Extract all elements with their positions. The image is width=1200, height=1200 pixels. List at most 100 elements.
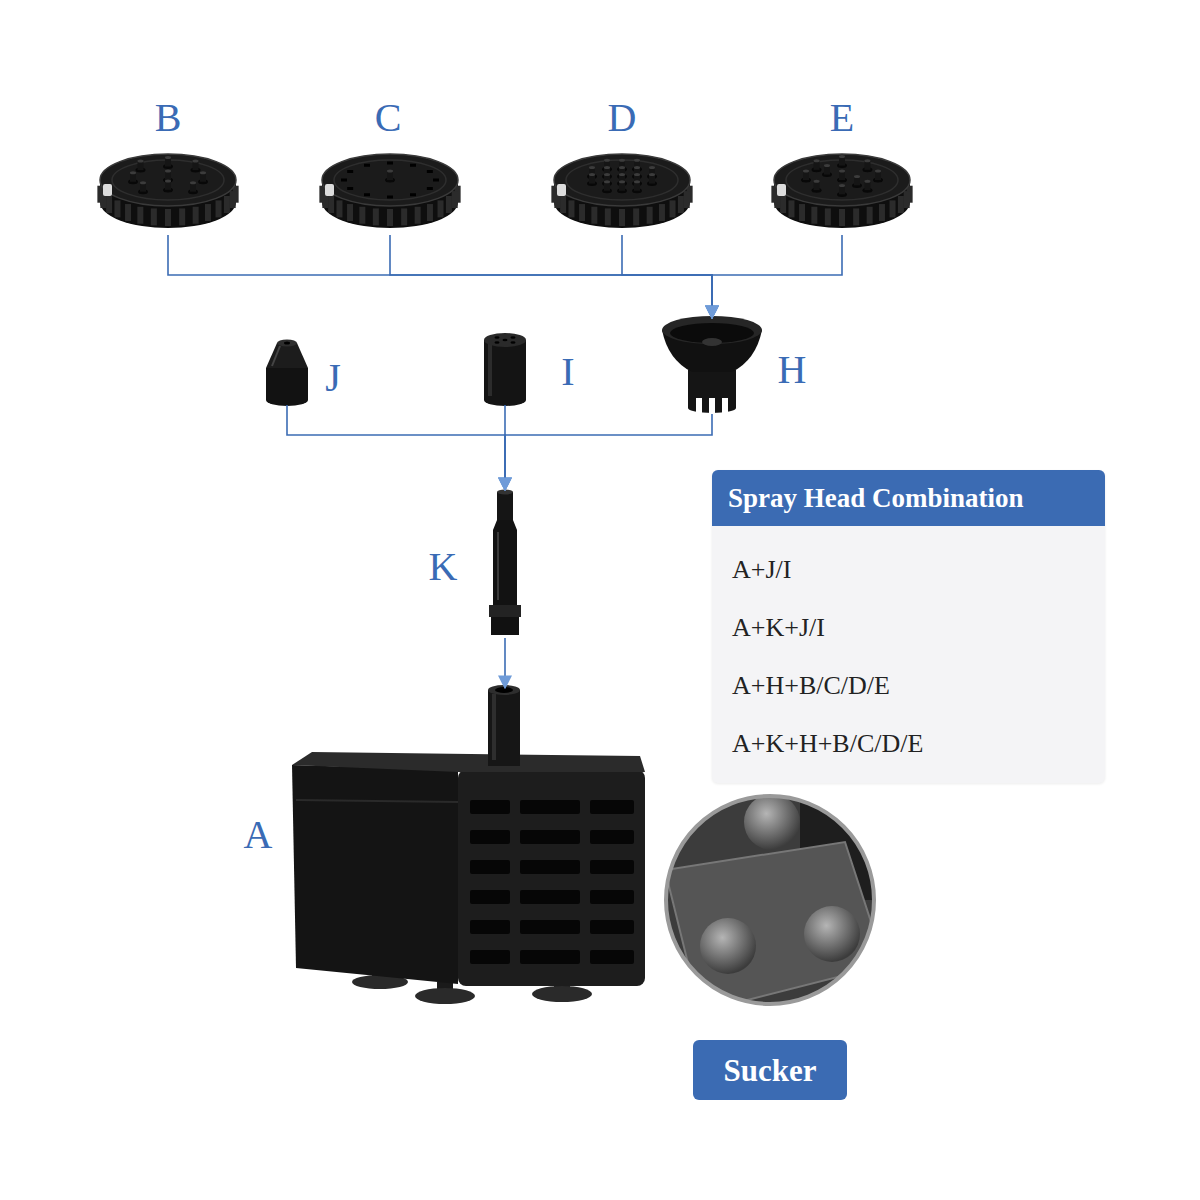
assembly-arrow bbox=[622, 235, 712, 318]
grill-slot bbox=[590, 890, 634, 904]
assembly-arrow bbox=[712, 235, 842, 318]
nozzle-top bbox=[604, 166, 610, 169]
disc-tooth bbox=[568, 200, 574, 217]
disc-tooth bbox=[216, 200, 222, 217]
nozzle-j bbox=[266, 340, 308, 407]
disc-tooth bbox=[401, 208, 407, 225]
pump-underside bbox=[665, 842, 885, 1012]
assembly-arrow bbox=[504, 638, 506, 688]
nozzle-top bbox=[604, 180, 610, 183]
table-heading: Spray Head Combination bbox=[712, 470, 1105, 526]
nozzle-top bbox=[130, 171, 136, 174]
grill-slot bbox=[520, 800, 580, 814]
disc-tooth bbox=[825, 208, 831, 225]
tube-body bbox=[493, 520, 517, 605]
spray-disc bbox=[771, 154, 912, 228]
callout-label: Sucker bbox=[724, 1055, 817, 1086]
nozzle-top bbox=[875, 170, 881, 173]
extension-tube-k bbox=[489, 490, 521, 636]
disc-slit bbox=[410, 193, 416, 196]
disc-tooth bbox=[224, 196, 230, 213]
disc-tooth bbox=[879, 204, 885, 221]
disc-tooth bbox=[605, 208, 611, 225]
adapter-notch bbox=[696, 398, 702, 414]
grill-slot bbox=[520, 890, 580, 904]
assembly-arrow bbox=[168, 235, 712, 318]
disc-tooth bbox=[137, 207, 143, 224]
suction-foot bbox=[415, 988, 475, 1004]
disc-top bbox=[774, 154, 910, 206]
disc-slit bbox=[433, 179, 439, 182]
nozzle-top bbox=[589, 166, 595, 169]
disc-tooth bbox=[799, 204, 805, 221]
disc-slit bbox=[387, 196, 393, 199]
disc-tooth bbox=[788, 200, 794, 217]
nozzle-hole bbox=[503, 339, 508, 342]
disc-tooth bbox=[684, 191, 690, 208]
nozzle-cap bbox=[277, 340, 297, 347]
part-box: E bbox=[770, 95, 920, 235]
assembly-arrow bbox=[504, 405, 506, 490]
disc-tooth bbox=[890, 200, 896, 217]
nozzle-top bbox=[619, 159, 625, 162]
disc-tooth bbox=[415, 207, 421, 224]
disc-tooth bbox=[591, 207, 597, 224]
nozzle-shine bbox=[272, 346, 280, 366]
suction-cup bbox=[700, 918, 756, 974]
nozzle-top bbox=[854, 175, 860, 178]
disc-tooth bbox=[151, 208, 157, 225]
grill-slot bbox=[470, 950, 510, 964]
part-letter: C bbox=[375, 98, 402, 138]
disc-tooth bbox=[336, 200, 342, 217]
nozzle-top bbox=[824, 164, 830, 167]
part-letter: H bbox=[778, 350, 807, 390]
grill-slot bbox=[520, 920, 580, 934]
pump-seam bbox=[296, 800, 458, 802]
disc-tooth bbox=[373, 208, 379, 225]
disc-ring bbox=[334, 160, 446, 200]
tube-ring bbox=[489, 605, 521, 617]
disc-tooth bbox=[125, 204, 131, 221]
nozzle-top bbox=[138, 160, 144, 163]
disc-tooth bbox=[839, 209, 845, 226]
tube-top bbox=[497, 492, 513, 520]
nozzle-hole bbox=[511, 341, 516, 344]
part-box: A bbox=[235, 688, 655, 1003]
nozzle-top bbox=[190, 181, 196, 184]
part-letter: K bbox=[429, 547, 458, 587]
outlet-hole bbox=[495, 687, 513, 693]
cup-adapter-h bbox=[662, 316, 762, 414]
nozzle-top bbox=[634, 180, 640, 183]
assembly-arrow bbox=[505, 414, 712, 490]
grill-slot bbox=[470, 860, 510, 874]
disc-ring bbox=[566, 160, 678, 200]
disc-slit bbox=[427, 170, 433, 173]
tube-shine bbox=[497, 532, 499, 600]
part-box: K bbox=[425, 490, 530, 638]
nozzle-top bbox=[589, 173, 595, 176]
nozzle-top bbox=[839, 184, 845, 187]
nozzle-hole bbox=[284, 342, 290, 345]
pump-front bbox=[458, 770, 645, 986]
nozzle-top bbox=[387, 170, 393, 173]
combination-item: A+J/I bbox=[732, 548, 791, 592]
nozzle-top bbox=[649, 173, 655, 176]
inset-content bbox=[660, 790, 890, 1012]
assembly-arrow bbox=[390, 235, 712, 318]
combination-panel: Spray Head CombinationA+J/IA+K+J/IA+H+B/… bbox=[712, 470, 1105, 783]
suction-cup bbox=[744, 794, 800, 850]
nozzle-top bbox=[864, 159, 870, 162]
disc-top bbox=[554, 154, 690, 206]
assembly-arrow bbox=[287, 405, 505, 490]
disc-tooth bbox=[230, 191, 236, 208]
part-letter: J bbox=[325, 358, 341, 398]
disc-tooth bbox=[633, 208, 639, 225]
suction-foot bbox=[532, 986, 592, 1002]
nozzle-top bbox=[634, 166, 640, 169]
disc-slit bbox=[347, 170, 353, 173]
grill-slot bbox=[590, 830, 634, 844]
disc-highlight bbox=[557, 184, 566, 196]
grill-slot bbox=[470, 920, 510, 934]
disc-tooth bbox=[811, 207, 817, 224]
nozzle-body bbox=[484, 340, 526, 400]
